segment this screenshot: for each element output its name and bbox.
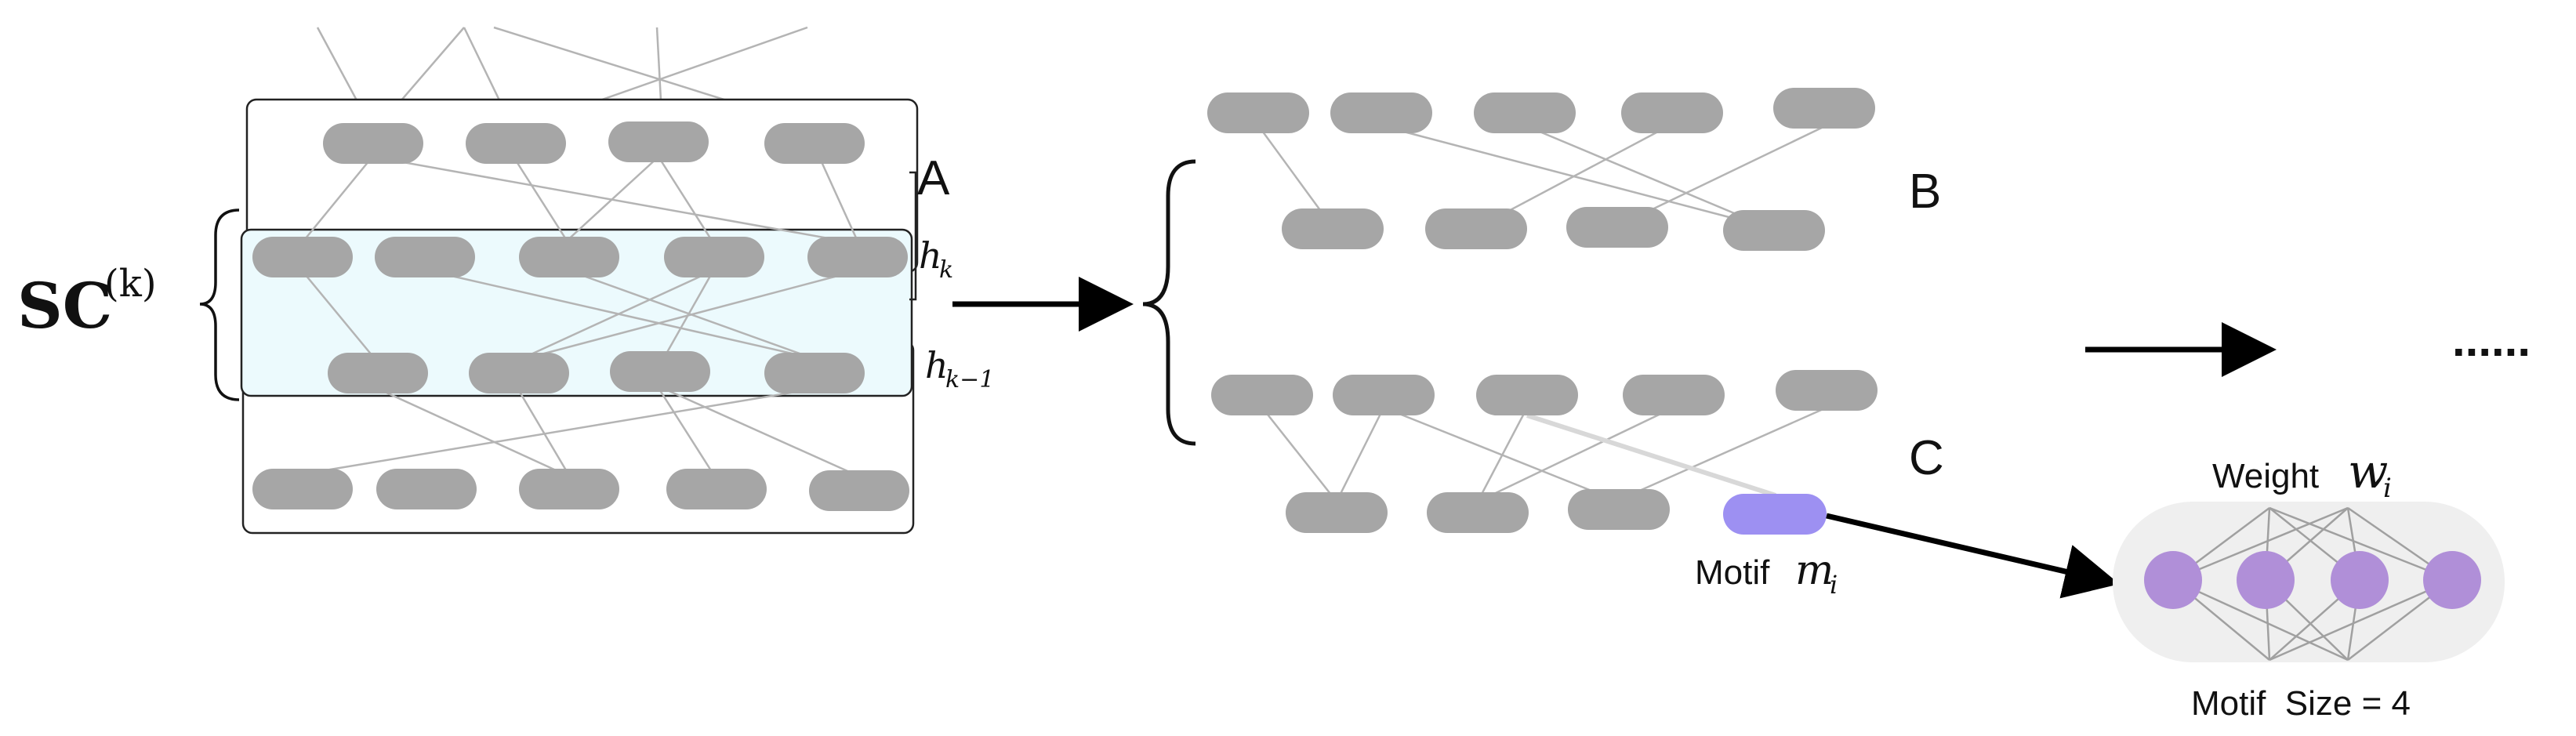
- node: [323, 123, 423, 164]
- weight-node: [2331, 551, 2389, 609]
- node: [1723, 210, 1825, 251]
- node: [1211, 375, 1313, 415]
- panel-c-nodes: [1211, 370, 1878, 533]
- node: [252, 237, 353, 277]
- weight-panel: Weight w i Motif Size = 4: [2113, 444, 2505, 723]
- label-weight-sub: i: [2383, 473, 2392, 504]
- node: [809, 470, 909, 511]
- label-weight-word: Weight: [2212, 457, 2319, 495]
- label-motif-var: m: [1795, 547, 1834, 594]
- node: [764, 123, 865, 164]
- sc-brace: [199, 208, 240, 401]
- node: [1621, 92, 1723, 133]
- motif-highlight-edge: [1526, 413, 1776, 498]
- panel-b-nodes: [1207, 88, 1875, 251]
- node: [610, 351, 710, 392]
- node: [328, 353, 428, 393]
- weight-node: [2144, 551, 2202, 609]
- label-h-km1: h: [925, 344, 949, 386]
- node: [1282, 208, 1384, 249]
- node: [1207, 92, 1309, 133]
- node: [1476, 375, 1578, 415]
- node: [252, 469, 353, 509]
- panel-a: SC (k) A h k h k−1: [17, 26, 994, 535]
- node: [666, 469, 767, 509]
- bc-brace: [1142, 159, 1196, 446]
- node: [519, 469, 619, 509]
- node: [1330, 92, 1432, 133]
- node: [1425, 208, 1527, 249]
- node: [1623, 375, 1725, 415]
- label-motif-size: Motif Size = 4: [2191, 684, 2411, 723]
- h-k-bracket: [909, 171, 917, 301]
- label-h-k: h: [919, 234, 942, 277]
- node: [519, 237, 619, 277]
- node: [764, 353, 865, 393]
- weight-node: [2237, 551, 2295, 609]
- label-h-k-sub: k: [939, 256, 953, 284]
- node: [376, 469, 477, 509]
- node: [1776, 370, 1878, 411]
- node: [375, 237, 475, 277]
- label-panel-a: A: [917, 151, 950, 205]
- label-ellipsis: ......: [2452, 314, 2531, 366]
- weight-panel-bg: [2113, 502, 2505, 662]
- label-h-km1-sub: k−1: [945, 366, 994, 393]
- label-sc-sup: (k): [104, 262, 157, 306]
- weight-node: [2423, 551, 2481, 609]
- node: [807, 237, 908, 277]
- panel-b: B: [1207, 88, 1941, 251]
- label-panel-b: B: [1909, 165, 1941, 219]
- panel-a-edges: [301, 155, 860, 476]
- node: [664, 237, 764, 277]
- node: [1568, 489, 1670, 530]
- label-motif-sub: i: [1830, 570, 1838, 600]
- panel-a-nodes: [252, 121, 909, 511]
- node: [1773, 88, 1875, 129]
- weight-nodes: [2144, 551, 2481, 609]
- node: [1286, 492, 1388, 533]
- node: [1566, 207, 1668, 248]
- node: [466, 123, 566, 164]
- node: [1474, 92, 1576, 133]
- node: [1427, 492, 1529, 533]
- label-sc: SC: [17, 269, 112, 343]
- label-motif-word: Motif: [1695, 553, 1770, 592]
- motif-node: [1723, 494, 1827, 535]
- arrow-motif-to-weights: [1826, 513, 2120, 599]
- panel-c-edges: [1261, 406, 1827, 503]
- node: [608, 121, 709, 162]
- node: [469, 353, 569, 393]
- label-weight-var: w: [2348, 444, 2388, 499]
- label-panel-c: C: [1909, 431, 1944, 485]
- panel-c: C Motif m i: [1211, 370, 1944, 600]
- node: [1333, 375, 1435, 415]
